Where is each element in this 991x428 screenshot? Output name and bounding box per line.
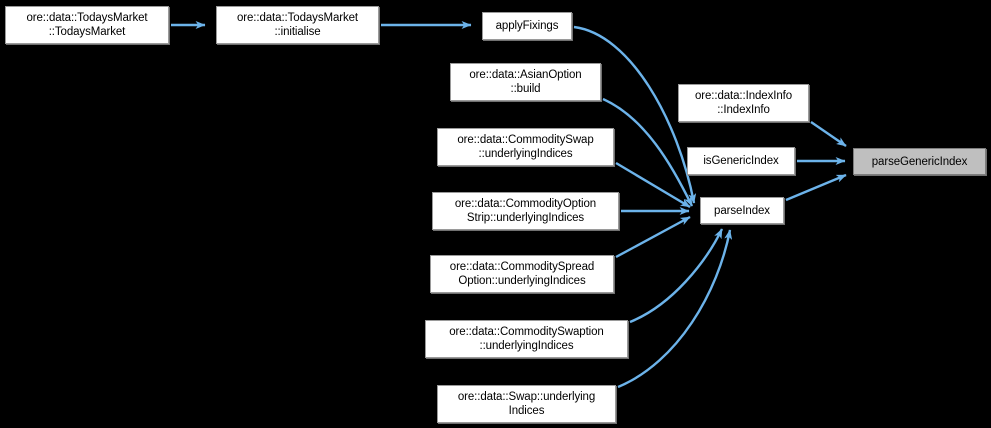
node-parseindex[interactable]: parseIndex [700, 197, 784, 224]
node-commodityswap-underlyingindices[interactable]: ore::data::CommoditySwap ::underlyingInd… [437, 128, 614, 166]
node-label: ore::data::AsianOption ::build [469, 69, 582, 95]
node-label: ore::data::TodaysMarket ::TodaysMarket [26, 12, 148, 38]
node-applyfixings[interactable]: applyFixings [482, 12, 572, 40]
edge-indexinfo-to-parsegenericindex [810, 121, 847, 147]
node-label: ore::data::CommodityOption Strip::underl… [454, 198, 597, 224]
edge-commodityswaption-to-parseindex [629, 228, 724, 324]
node-todaysmarket-ctor[interactable]: ore::data::TodaysMarket ::TodaysMarket [5, 6, 169, 44]
node-label: ore::data::CommoditySwap ::underlyingInd… [457, 134, 594, 160]
edge-swap-to-parseindex [617, 229, 733, 389]
node-commodityspreadoption-underlyingindices[interactable]: ore::data::CommoditySpread Option::under… [430, 255, 614, 293]
node-asianoption-build[interactable]: ore::data::AsianOption ::build [450, 63, 601, 101]
node-label: ore::data::CommoditySpread Option::under… [449, 261, 595, 287]
node-label: ore::data::IndexInfo ::IndexInfo [694, 90, 793, 116]
node-label: ore::data::CommoditySwaption ::underlyin… [449, 326, 604, 352]
node-indexinfo-ctor[interactable]: ore::data::IndexInfo ::IndexInfo [678, 84, 809, 122]
node-parsegenericindex[interactable]: parseGenericIndex [853, 148, 986, 175]
node-label: ore::data::Swap::underlying Indices [457, 391, 596, 417]
edge-commodityspreadoption-to-parseindex [615, 215, 691, 259]
node-label: ore::data::TodaysMarket ::initialise [236, 12, 359, 38]
edge-parseindex-to-parsegenericindex [785, 173, 847, 202]
node-label: applyFixings [495, 20, 559, 32]
node-swap-underlyingindices[interactable]: ore::data::Swap::underlying Indices [437, 385, 616, 423]
node-todaysmarket-initialise[interactable]: ore::data::TodaysMarket ::initialise [216, 6, 379, 44]
edge-applyfixings-to-parseindex [573, 25, 697, 204]
edge-commodityswap-to-parseindex [615, 161, 691, 209]
node-commodityswaption-underlyingindices[interactable]: ore::data::CommoditySwaption ::underlyin… [425, 320, 628, 358]
node-label: isGenericIndex [703, 155, 779, 167]
node-label: parseGenericIndex [871, 155, 968, 168]
node-label: parseIndex [714, 204, 770, 217]
node-isgenericindex[interactable]: isGenericIndex [687, 147, 795, 175]
node-commodityoptionstrip-underlyingindices[interactable]: ore::data::CommodityOption Strip::underl… [432, 192, 619, 230]
